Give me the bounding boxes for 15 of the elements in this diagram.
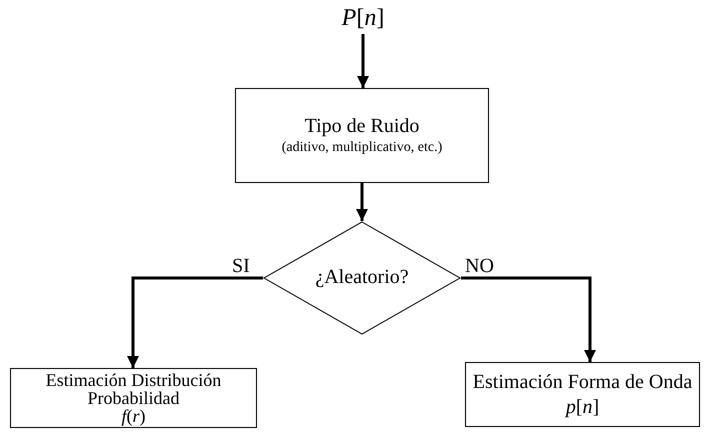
arrow: [356, 183, 368, 221]
arrow: [127, 276, 263, 368]
process-box: [235, 88, 489, 183]
arrow: [357, 34, 369, 88]
arrow: [461, 276, 596, 362]
node-subtext: (aditivo, multiplicativo, etc.): [282, 139, 442, 157]
node-subtext: p[n]: [566, 394, 600, 420]
decision-diamond: [263, 221, 461, 335]
node-subtext: f(r): [121, 407, 146, 425]
process-box: [10, 368, 257, 428]
node-text: Tipo de Ruido: [304, 114, 420, 140]
process-box: [465, 362, 700, 427]
node-text: ¿Aleatorio?: [315, 266, 409, 288]
signal-label: P[n]: [342, 4, 384, 33]
node-text: Estimación Forma de Onda: [472, 370, 692, 394]
